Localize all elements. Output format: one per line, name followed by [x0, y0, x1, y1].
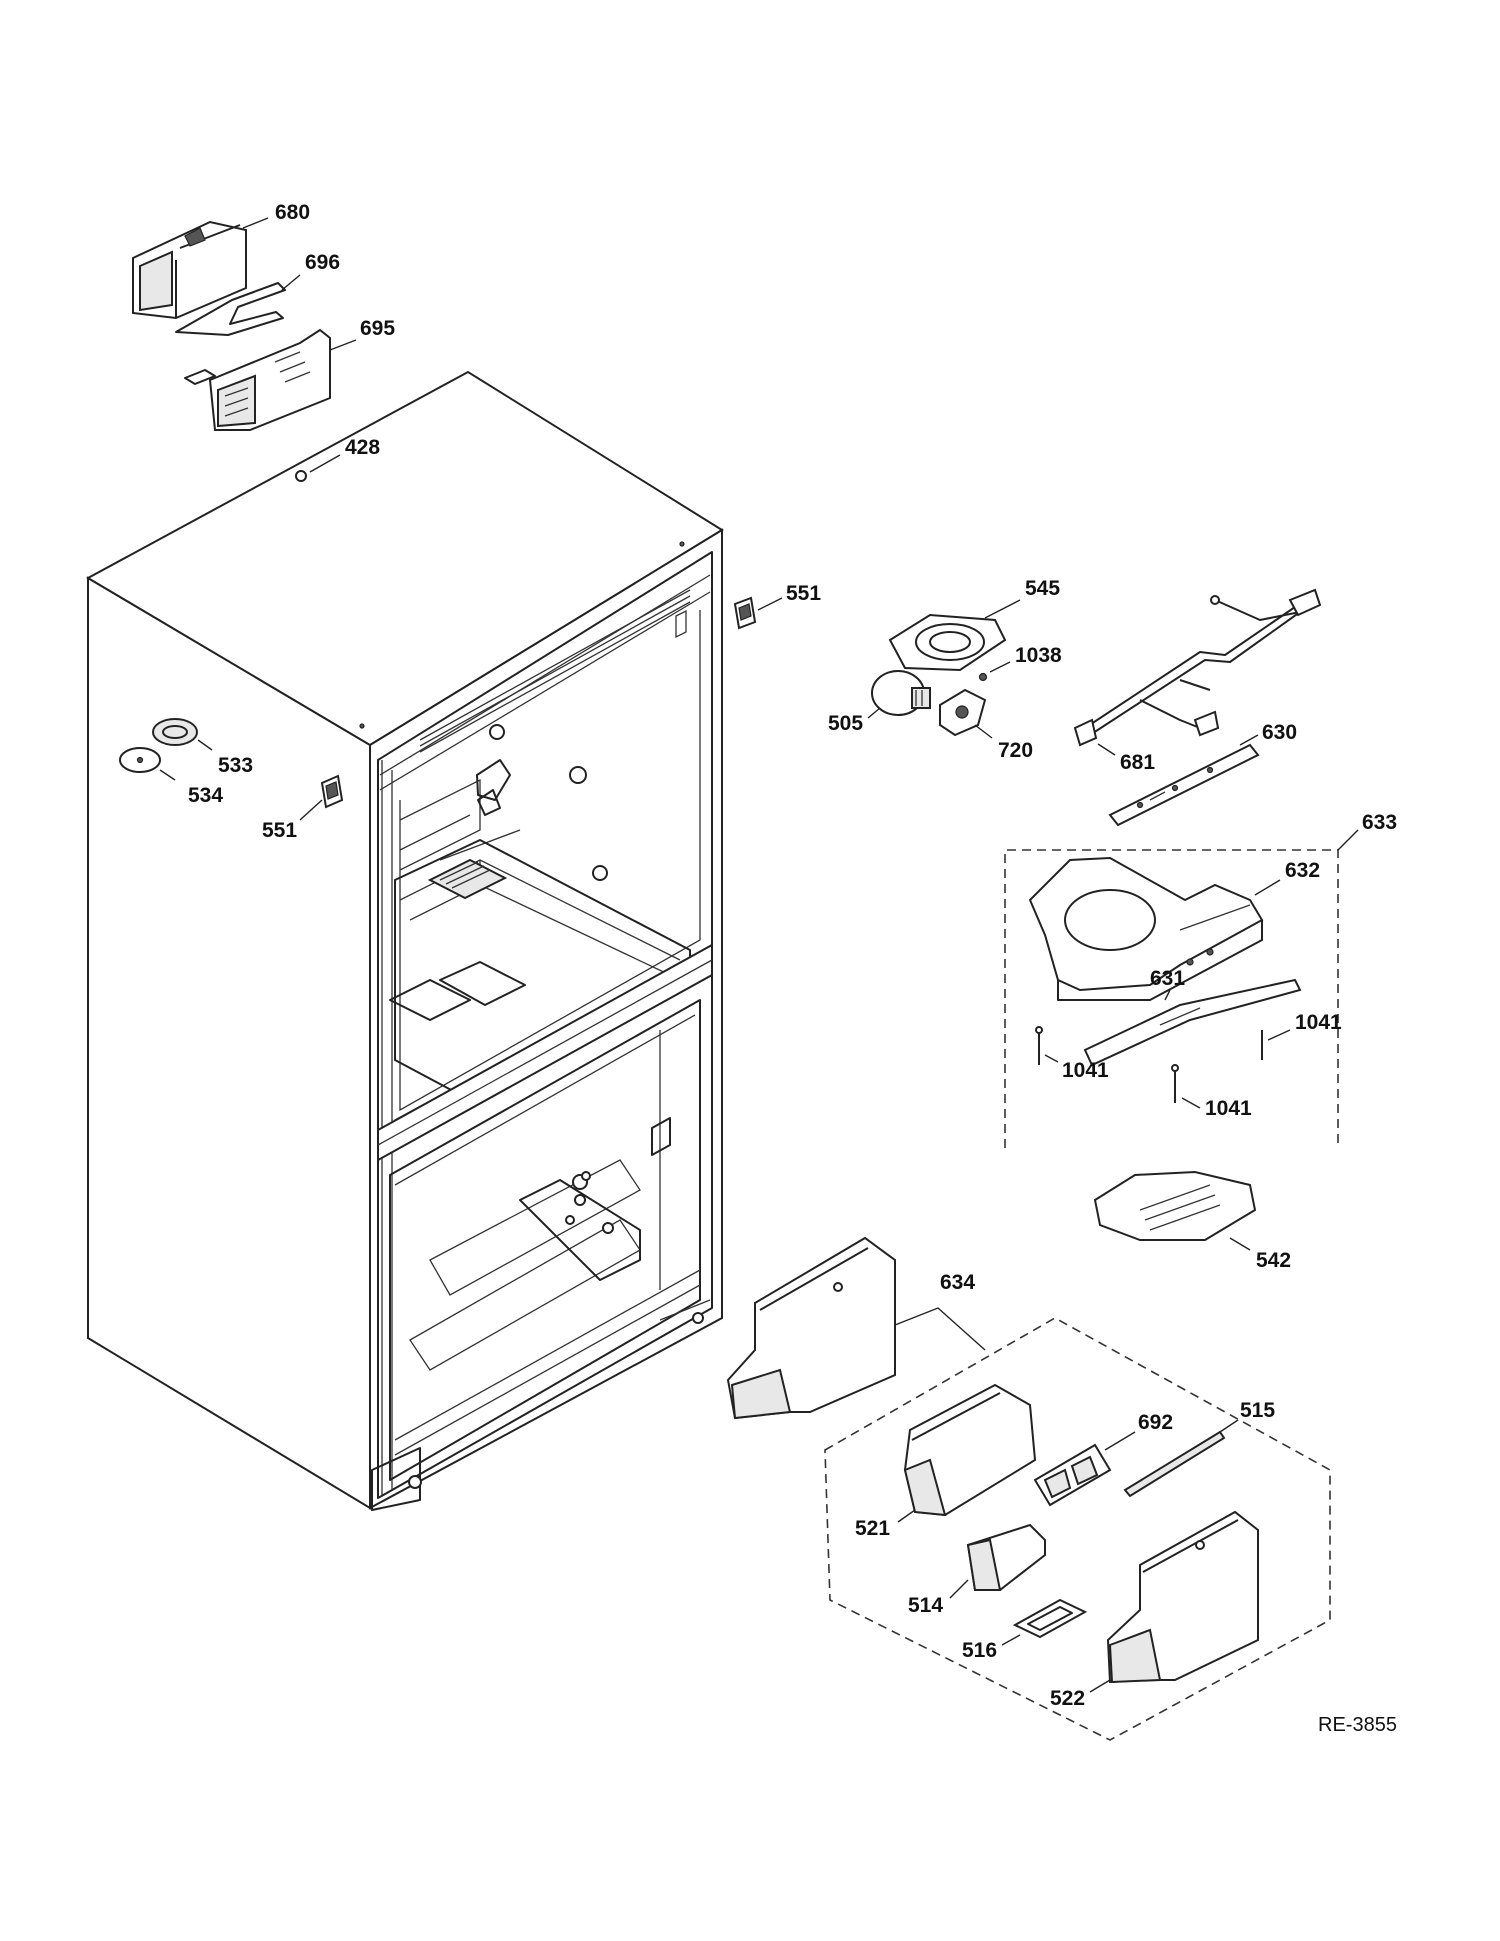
refrigerator-cabinet: [85, 370, 724, 1511]
part-533-shape: [152, 718, 213, 751]
callout-522: 522: [1050, 1687, 1086, 1710]
callout-516: 516: [962, 1639, 998, 1662]
part-695-shape: [184, 328, 357, 431]
part-630-shape: [1108, 734, 1260, 827]
callout-533: 533: [218, 754, 254, 777]
callout-634: 634: [940, 1271, 976, 1294]
assembly-633-boundary: [1004, 829, 1359, 1148]
callout-545: 545: [1025, 577, 1061, 600]
part-1038-shape: [978, 661, 1011, 682]
callout-680: 680: [275, 201, 311, 224]
callout-632: 632: [1285, 859, 1321, 882]
callout-695: 695: [360, 317, 396, 340]
assembly-634-boundary: [824, 1317, 1331, 1741]
part-696-shape: [175, 274, 301, 336]
callout-515: 515: [1240, 1399, 1276, 1422]
part-515-shape: [1123, 1419, 1239, 1498]
part-631-shape: [1083, 978, 1302, 1067]
callout-428: 428: [345, 436, 381, 459]
part-514-shape: [949, 1523, 1046, 1599]
callout-720: 720: [998, 739, 1034, 762]
part-680-shape: [132, 217, 269, 320]
callout-514: 514: [908, 1594, 944, 1617]
callout-633: 633: [1362, 811, 1398, 834]
part-634-housing-shape: [726, 1236, 986, 1420]
part-545-shape: [888, 599, 1021, 672]
diagram-reference-code: RE-3855: [1318, 1714, 1397, 1736]
callout-1038: 1038: [1015, 644, 1062, 667]
part-522-shape: [1089, 1510, 1259, 1693]
callout-505: 505: [828, 712, 864, 735]
callout-1041-left: 1041: [1062, 1059, 1109, 1082]
part-720-shape: [939, 688, 993, 739]
part-551-side-shape: [299, 774, 344, 821]
part-516-shape: [1001, 1598, 1088, 1646]
part-505-shape: [867, 670, 931, 719]
part-1041-screws-shape: [1035, 1026, 1291, 1109]
part-632-shape: [1028, 856, 1281, 1001]
part-534-shape: [119, 747, 176, 781]
part-428-shape: [295, 454, 341, 482]
callout-1041-bottom: 1041: [1205, 1097, 1252, 1120]
callout-534: 534: [188, 784, 224, 807]
part-542-shape: [1093, 1170, 1257, 1251]
part-551-top-shape: [733, 596, 783, 630]
part-692-shape: [1033, 1431, 1136, 1507]
callout-681: 681: [1120, 751, 1156, 774]
callout-542: 542: [1256, 1249, 1292, 1272]
callout-631: 631: [1150, 967, 1186, 990]
part-681-shape: [1073, 588, 1322, 756]
callout-521: 521: [855, 1517, 891, 1540]
callout-551-side: 551: [262, 819, 298, 842]
callout-696: 696: [305, 251, 341, 274]
callout-1041-right: 1041: [1295, 1011, 1342, 1034]
callout-692: 692: [1138, 1411, 1174, 1434]
callout-630: 630: [1262, 721, 1298, 744]
callout-551-top: 551: [786, 582, 822, 605]
part-521-shape: [897, 1383, 1037, 1523]
